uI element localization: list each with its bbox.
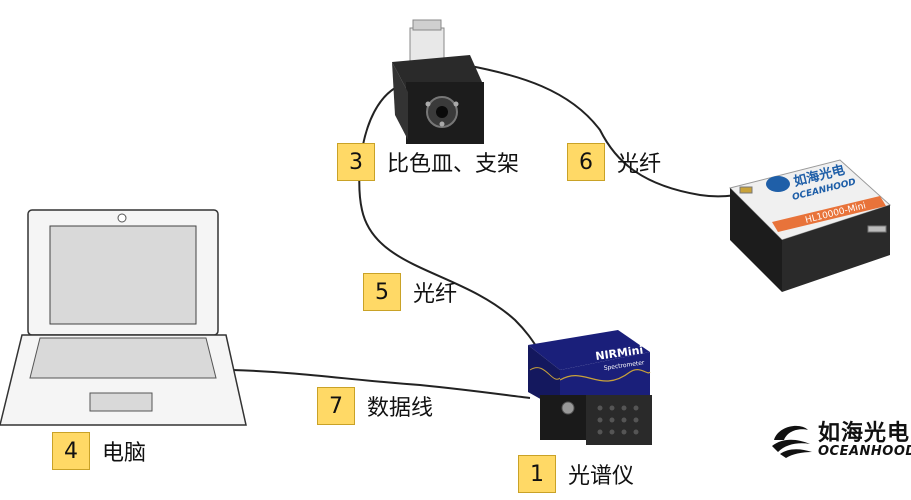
callout-label: 光纤 xyxy=(413,282,458,307)
logo-en-text: OCEANHOOD xyxy=(818,443,911,459)
callout-number: 4 xyxy=(52,432,90,470)
callout-fiber-6: 6 光纤 xyxy=(567,143,661,181)
callout-fiber-5: 5 光纤 xyxy=(363,273,457,311)
callout-label: 比色皿、支架 xyxy=(387,152,520,177)
callout-label: 光纤 xyxy=(617,152,662,177)
callout-number: 3 xyxy=(337,143,375,181)
callout-label: 光谱仪 xyxy=(568,464,635,489)
callout-number: 6 xyxy=(567,143,605,181)
callout-cuvette-holder: 3 比色皿、支架 xyxy=(337,143,519,181)
laptop-computer xyxy=(0,209,247,426)
callout-number: 5 xyxy=(363,273,401,311)
callout-number: 7 xyxy=(317,387,355,425)
callout-label: 数据线 xyxy=(367,396,434,421)
nirmini-spectrometer xyxy=(528,330,652,445)
data-cable-7 xyxy=(231,369,531,399)
wave-logo-icon xyxy=(772,425,812,458)
callout-data-cable: 7 数据线 xyxy=(317,387,433,425)
fiber-cable-6 xyxy=(464,64,749,198)
callout-number: 1 xyxy=(518,455,556,493)
light-source-hl10000 xyxy=(729,159,891,292)
company-logo: 如海光电 OCEANHOOD xyxy=(770,420,911,460)
callout-label: 电脑 xyxy=(102,441,147,466)
logo-cn-text: 如海光电 xyxy=(818,420,911,446)
cuvette-holder xyxy=(392,19,484,144)
callout-computer: 4 电脑 xyxy=(52,432,146,470)
callout-spectrometer: 1 光谱仪 xyxy=(518,455,634,493)
spectrometer-heatsink-grid xyxy=(597,405,639,435)
